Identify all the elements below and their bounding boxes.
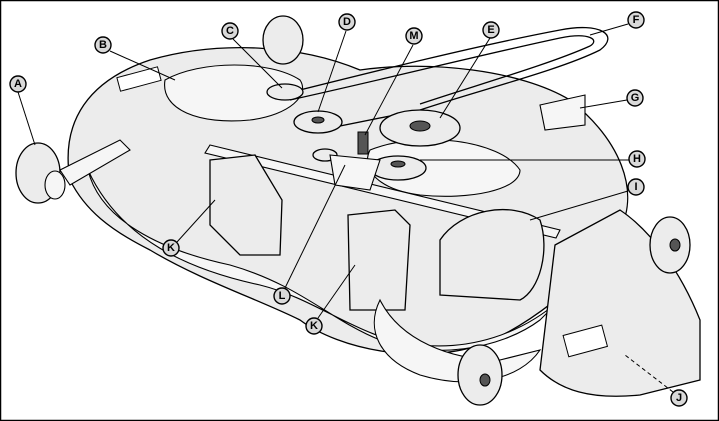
bracket-l <box>329 154 381 191</box>
wheel-bolt <box>669 238 681 252</box>
gauge-wheel-rear <box>457 344 503 406</box>
callout-f: F <box>627 11 645 29</box>
callout-e: E <box>482 21 500 39</box>
pulley-hub <box>409 120 431 132</box>
callout-k1: K <box>162 239 180 257</box>
svg-text:J: J <box>676 392 682 404</box>
callout-c: C <box>221 22 239 40</box>
deflector-decal <box>562 324 609 358</box>
drive-belt-inner <box>289 35 595 105</box>
leader-lines <box>17 23 674 393</box>
svg-text:E: E <box>487 24 494 36</box>
callout-a: A <box>9 75 27 93</box>
svg-text:A: A <box>14 78 22 90</box>
front-crossbar-l <box>204 144 561 239</box>
svg-text:M: M <box>409 30 418 42</box>
hanger-bracket-k2 <box>347 209 411 311</box>
svg-text:L: L <box>279 290 286 302</box>
callout-d: D <box>338 13 356 31</box>
svg-text:C: C <box>226 25 234 37</box>
rear-wheel-left <box>262 15 304 65</box>
hanger-bracket-k1 <box>209 154 283 256</box>
svg-text:K: K <box>167 242 175 254</box>
svg-text:D: D <box>343 16 351 28</box>
pulley-hub <box>390 160 406 168</box>
left-spindle-housing <box>164 64 304 122</box>
callout-i: I <box>627 178 645 196</box>
deck-decal <box>116 66 162 92</box>
svg-text:H: H <box>633 153 641 165</box>
callout-g: G <box>626 89 644 107</box>
discharge-chute-i <box>439 208 545 301</box>
callout-k2: K <box>305 317 323 335</box>
callout-j: J <box>670 389 688 407</box>
svg-text:K: K <box>310 320 318 332</box>
pulley-c <box>266 83 304 101</box>
belt-guide-m <box>357 131 369 155</box>
svg-text:I: I <box>634 181 637 193</box>
callout-m: M <box>405 27 423 45</box>
svg-text:F: F <box>633 14 640 26</box>
svg-text:G: G <box>631 92 640 104</box>
pulley-hub <box>311 116 325 124</box>
callout-h: H <box>628 150 646 168</box>
wheel-bolt <box>479 373 491 387</box>
callout-b: B <box>94 36 112 54</box>
mount-bracket-g <box>539 94 586 131</box>
wheel-arm-a <box>59 139 131 186</box>
wheel-hub <box>44 170 66 200</box>
callout-l: L <box>273 287 291 305</box>
svg-text:B: B <box>99 39 107 51</box>
